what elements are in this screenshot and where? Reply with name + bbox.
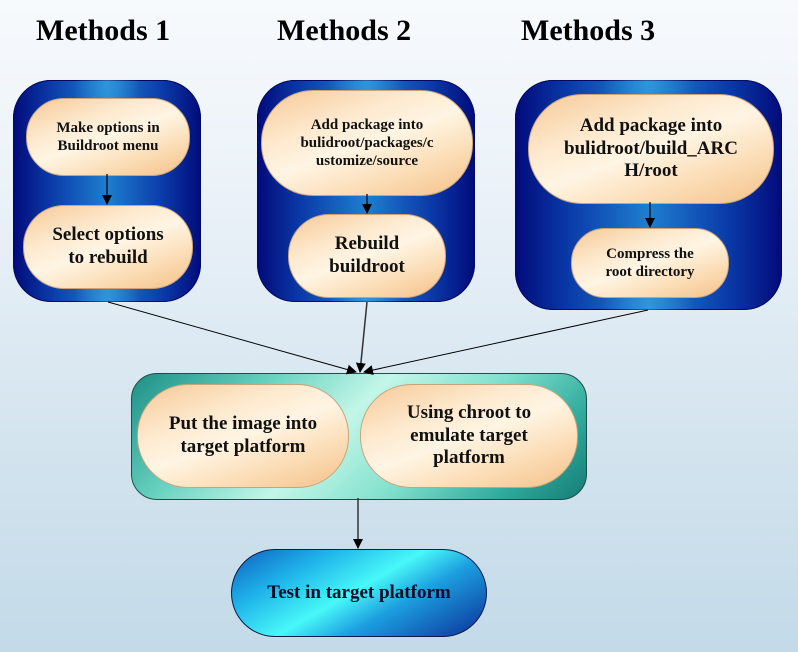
heading-method-1: Methods 1 <box>36 14 171 47</box>
method-2-step-1-line: Add package into <box>310 117 424 133</box>
method-3-step-1-line: Add package into <box>579 114 723 136</box>
method-2-group: Add package into bulidroot/packages/c us… <box>257 80 475 302</box>
deploy-option-chroot-line: Using chroot to <box>406 401 532 423</box>
arrow-m1-to-deploy <box>107 301 357 375</box>
method-1-step-1-line: Make options in <box>56 120 160 136</box>
method-3-step-2-line: Compress the <box>606 246 694 262</box>
method-1-step-2-line: Select options <box>52 224 164 246</box>
method-1-step-2-line: to rebuild <box>68 247 148 268</box>
method-1-step-1-line: Buildroot menu <box>57 138 159 154</box>
deploy-option-chroot-line: emulate target <box>410 424 528 446</box>
method-3-step-2: Compress the root directory <box>571 228 729 298</box>
method-2-step-1: Add package into bulidroot/packages/c us… <box>261 90 473 196</box>
method-3-step-1-line: bulidroot/build_ARC <box>564 137 738 159</box>
deploy-option-put-image-line: target platform <box>180 436 306 457</box>
deploy-option-put-image: Put the image into target platform <box>137 384 349 488</box>
method-3-step-1: Add package into bulidroot/build_ARC H/r… <box>528 94 774 204</box>
method-2-step-1-line: bulidroot/packages/c <box>300 135 434 151</box>
method-2-step-2-line: buildroot <box>329 256 405 277</box>
final-step-test: Test in target platform <box>231 549 487 637</box>
deploy-option-chroot-line: platform <box>433 447 505 469</box>
method-1-group: Make options in Buildroot menu Select op… <box>13 80 201 302</box>
deploy-option-put-image-line: Put the image into <box>168 413 318 435</box>
method-2-step-1-line: ustomize/source <box>315 153 419 169</box>
method-3-step-2-line: root directory <box>605 264 695 280</box>
deploy-option-chroot: Using chroot to emulate target platform <box>360 384 578 488</box>
deploy-options-group: Put the image into target platform Using… <box>131 373 587 500</box>
method-3-group: Add package into bulidroot/build_ARC H/r… <box>515 80 782 310</box>
arrow-m3-to-deploy <box>363 309 649 375</box>
heading-method-3: Methods 3 <box>521 14 656 47</box>
method-1-step-1: Make options in Buildroot menu <box>26 98 190 176</box>
method-2-step-2: Rebuild buildroot <box>288 214 446 298</box>
method-1-step-2: Select options to rebuild <box>23 205 193 289</box>
final-step-label: Test in target platform <box>267 582 451 603</box>
method-2-step-2-line: Rebuild <box>334 233 400 255</box>
method-3-step-1-line: H/root <box>624 160 678 182</box>
heading-method-2: Methods 2 <box>277 14 412 47</box>
arrow-m2-to-deploy <box>355 301 368 373</box>
